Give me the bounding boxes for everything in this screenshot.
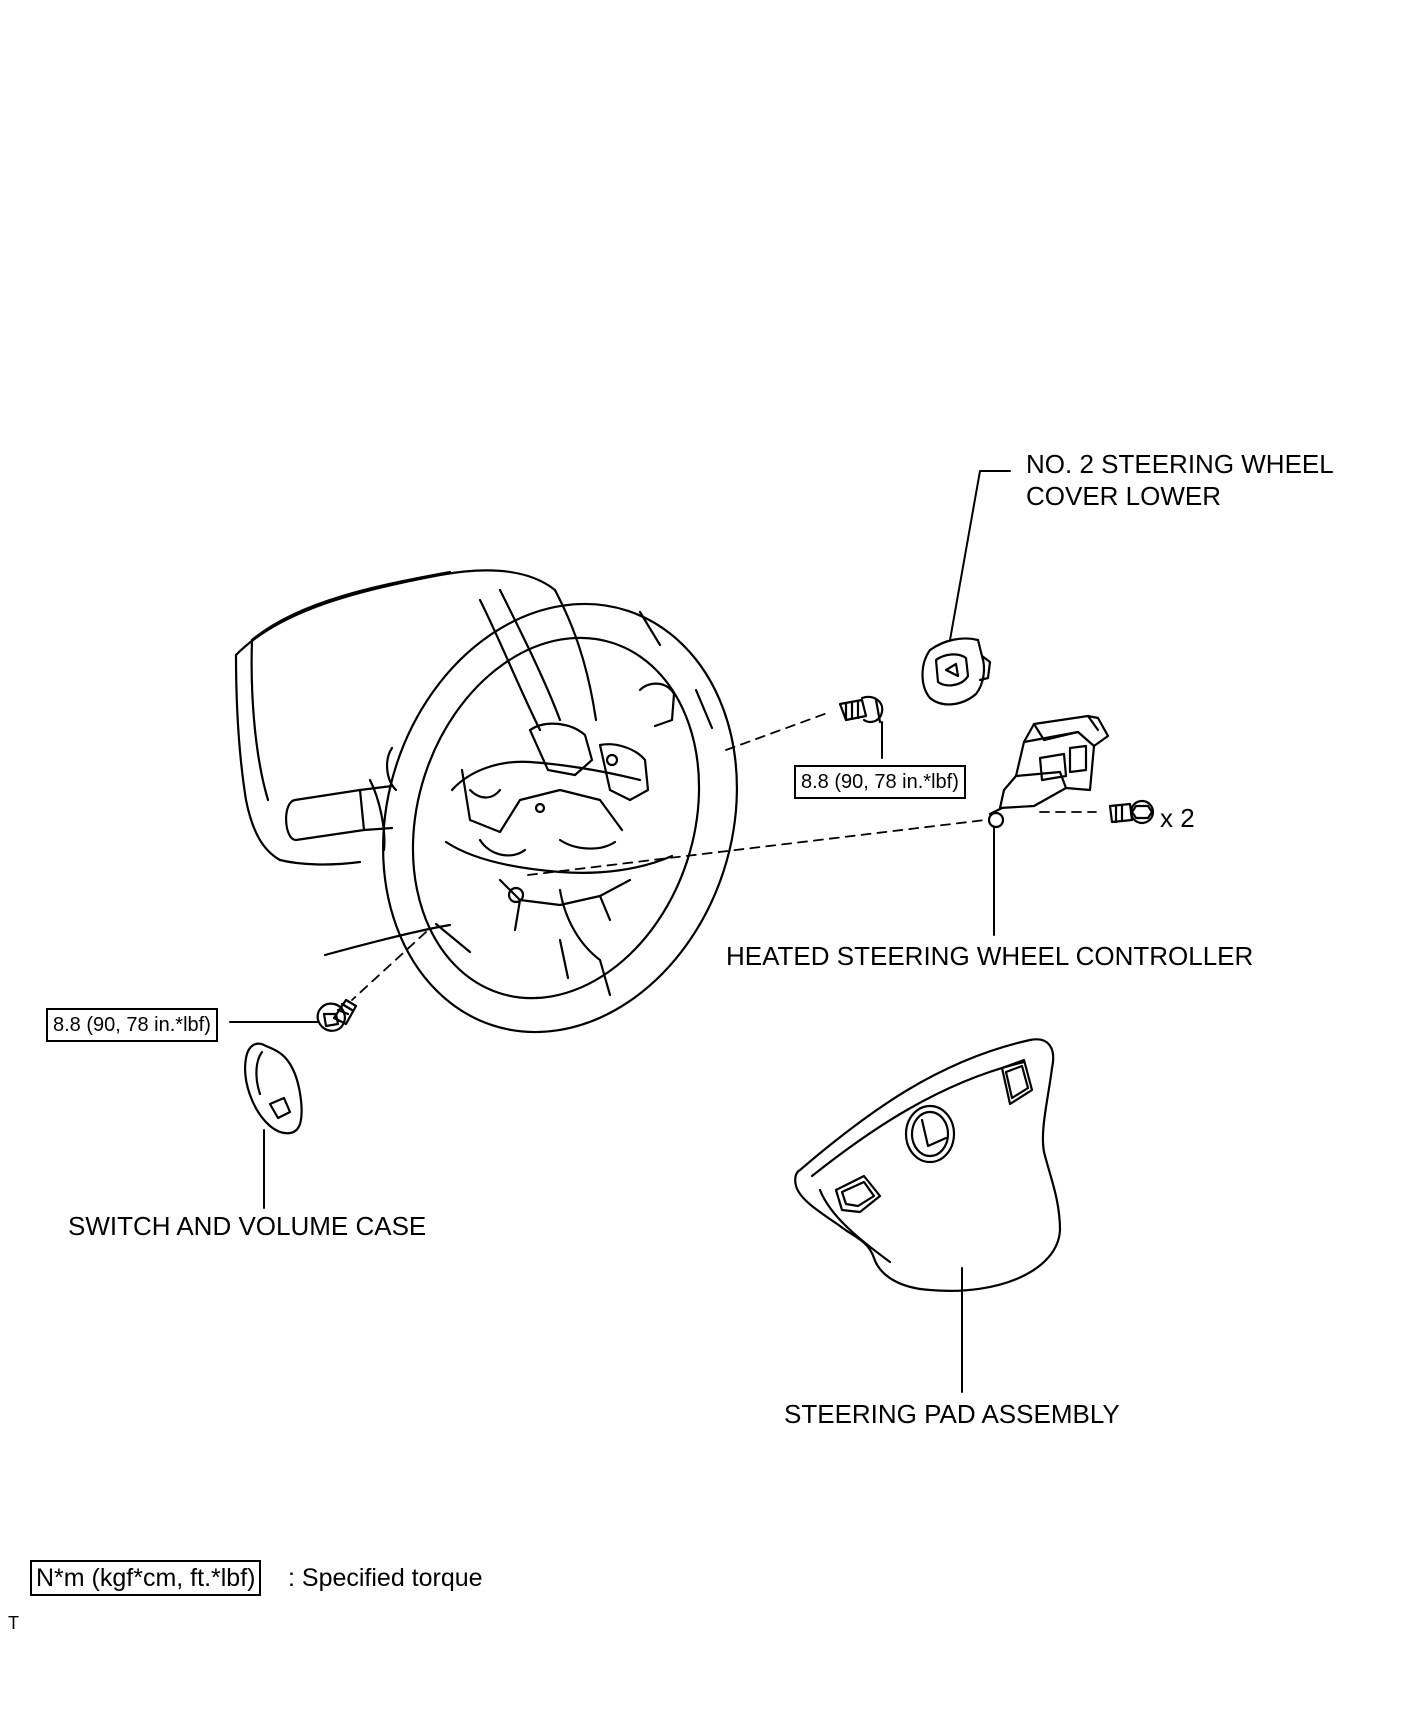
label-pad-assembly: STEERING PAD ASSEMBLY — [784, 1399, 1120, 1429]
label-quantity: x 2 — [1160, 803, 1195, 833]
steering-pad-drawing — [794, 1038, 1062, 1292]
switch-stalk-drawing — [285, 784, 394, 842]
legend-unit-box: N*m (kgf*cm, ft.*lbf) — [30, 1560, 262, 1596]
steering-wheel-drawing — [381, 602, 739, 1034]
leader-lines — [229, 470, 1011, 1393]
upper-bolt-drawing — [838, 695, 884, 724]
switch-case-drawing — [244, 1042, 303, 1135]
torque-label-lower: 8.8 (90, 78 in.*lbf) — [46, 1008, 218, 1042]
label-cover-lower-line1: NO. 2 STEERING WHEEL — [1026, 449, 1334, 479]
instrument-panel-drawing — [234, 569, 598, 957]
heated-controller-drawing — [987, 714, 1110, 829]
cover-lower-drawing — [921, 637, 992, 706]
label-switch-case: SWITCH AND VOLUME CASE — [68, 1211, 427, 1241]
torque-label-upper: 8.8 (90, 78 in.*lbf) — [794, 765, 966, 799]
label-cover-lower-line2: COVER LOWER — [1026, 481, 1222, 511]
guide-lines — [351, 711, 1097, 1001]
lower-bolt-drawing — [316, 998, 358, 1032]
legend-description: : Specified torque — [288, 1564, 483, 1592]
label-heated-controller: HEATED STEERING WHEEL CONTROLLER — [726, 941, 1254, 971]
footer-code: T — [8, 1613, 19, 1633]
controller-bolt-drawing — [1108, 799, 1155, 825]
